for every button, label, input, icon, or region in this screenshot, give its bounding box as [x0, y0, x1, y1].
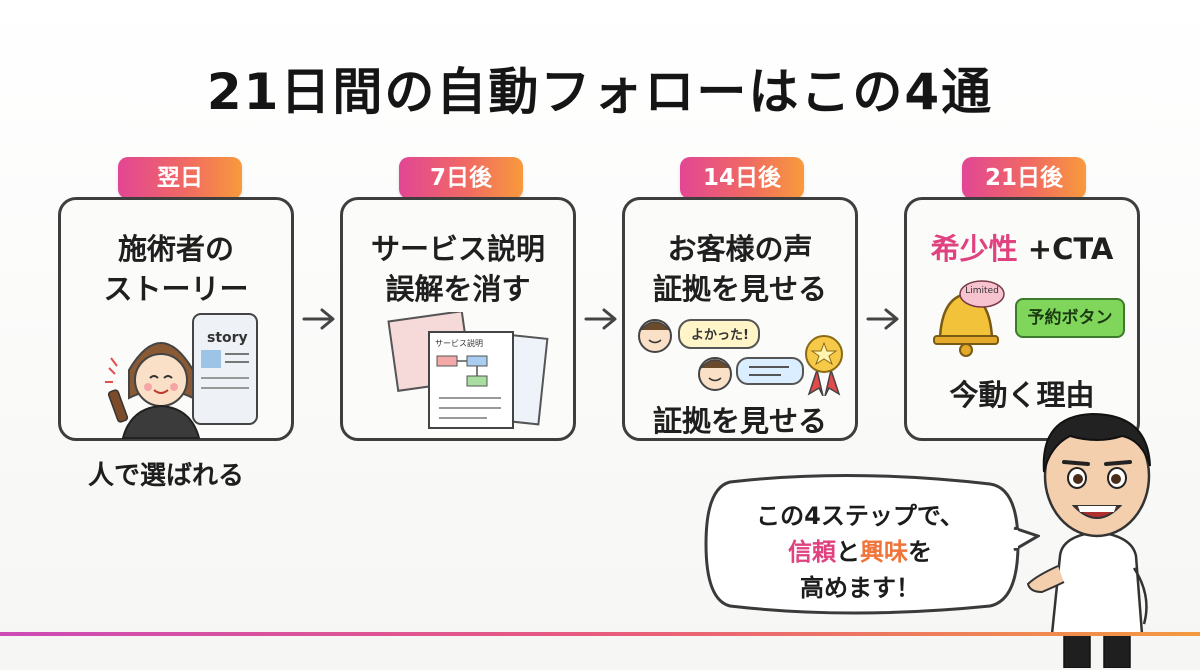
bubble-line1: この4ステップで、: [756, 502, 964, 530]
step3-card: お客様の声 証拠を見せる よかった! 証拠を見せる: [622, 197, 858, 441]
arrow-right-icon: [302, 308, 335, 330]
step3-badge: 14日後: [680, 157, 804, 199]
story-label: story: [207, 330, 248, 346]
page-title: 21日間の自動フォローはこの4通: [206, 63, 994, 121]
limited-tag-icon: [959, 280, 1005, 308]
reserve-button-illustration: 予約ボタン: [1015, 298, 1125, 338]
scarcity-word: 希少性: [930, 232, 1018, 266]
step2-card: サービス説明 誤解を消す サービス説明: [340, 197, 576, 441]
mascot-speech-bubble: この4ステップで、 信頼と興味を 高めます！: [700, 470, 1040, 630]
therapist-illustration: story: [105, 313, 258, 439]
step2-badge: 7日後: [399, 157, 523, 199]
step4-caption: 今動く理由: [949, 378, 1095, 412]
mascot-shirt: [1050, 530, 1144, 636]
bubble-line2: 信頼と興味を: [720, 534, 1000, 570]
step3-caption: 証拠を見せる: [652, 404, 827, 438]
step1-line2: ストーリー: [103, 272, 249, 306]
mascot-hair: [1042, 412, 1151, 473]
testimonial-illustration: よかった!: [638, 319, 843, 396]
bubble-tail: [1013, 526, 1040, 552]
to-particle: と: [836, 538, 860, 566]
limited-tag-label: Limited: [965, 286, 999, 296]
step3-line2: 証拠を見せる: [652, 272, 827, 306]
doc-title: サービス説明: [435, 338, 483, 348]
brush-shape: [107, 389, 129, 423]
step2-line2: 誤解を消す: [385, 272, 531, 306]
cta-word: +CTA: [1027, 232, 1114, 266]
trust-word: 信頼: [788, 538, 836, 566]
step1-line1: 施術者の: [117, 232, 234, 266]
wo-particle: を: [908, 538, 932, 566]
bottom-accent-line: [0, 632, 1200, 636]
speech-bubble-blue: [736, 357, 804, 385]
step4-badge: 21日後: [962, 157, 1086, 199]
uniform-shape: [121, 404, 201, 439]
speech-bubble-yellow: [678, 319, 760, 349]
step1-card: 施術者の ストーリー story: [58, 197, 294, 441]
step2-line1: サービス説明: [370, 232, 545, 266]
arrow-right-icon: [584, 308, 617, 330]
step1-caption: 人で選ばれる: [88, 461, 245, 491]
bubble-message: この4ステップで、 信頼と興味を 高めます！: [720, 498, 1000, 606]
mascot-illustration: [1026, 412, 1151, 668]
face-shape: [134, 353, 188, 407]
bubble-shape: [704, 473, 1020, 615]
step3-line1: お客様の声: [667, 232, 813, 266]
interest-word: 興味: [860, 538, 908, 566]
arrow-right-icon: [866, 308, 899, 330]
step4-headline: 希少性 +CTA: [907, 226, 1137, 268]
tablet-photo: [201, 350, 221, 368]
step1-badge: 翌日: [118, 157, 242, 199]
bubble-line3: 高めます！: [800, 574, 920, 602]
bubble-text-yokatta: よかった!: [691, 328, 749, 343]
documents-illustration: サービス説明: [387, 312, 549, 429]
